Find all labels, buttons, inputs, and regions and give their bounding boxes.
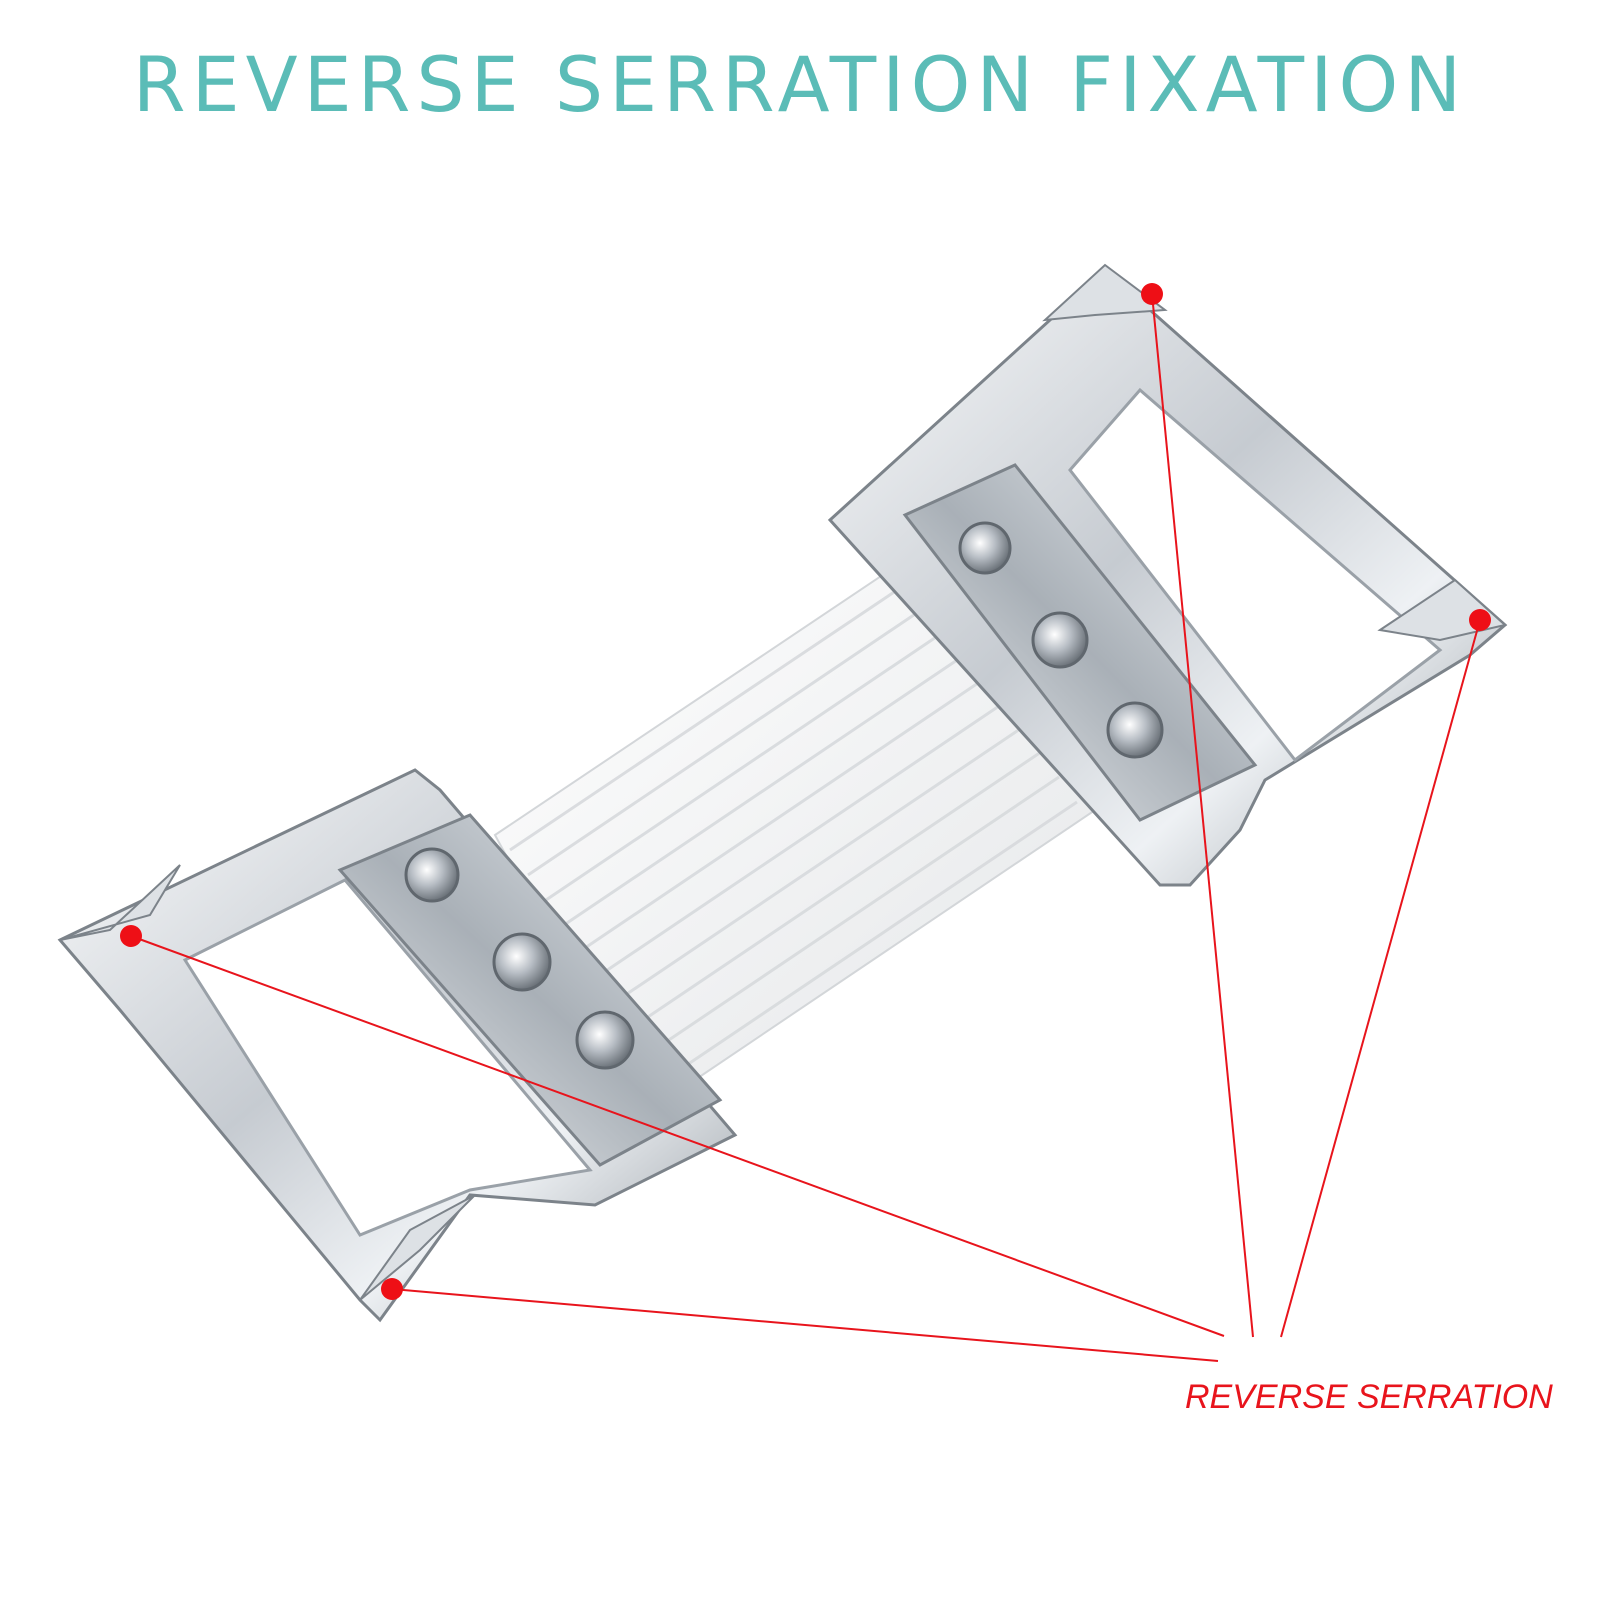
callout-lines: [130, 293, 1481, 1362]
left-clip: [57, 768, 738, 1323]
callout-dot-right-lower: [1469, 609, 1491, 631]
elastic-band: [493, 558, 1112, 1092]
callout-dot-left-upper: [120, 925, 142, 947]
right-clip: [827, 263, 1508, 887]
callout-dot-right-upper: [1141, 283, 1163, 305]
page-title: REVERSE SERRATION FIXATION: [132, 40, 1468, 129]
callout-label: REVERSE SERRATION: [1185, 1378, 1553, 1416]
callout-dot-left-lower: [381, 1278, 403, 1300]
callout-markers: [120, 283, 1491, 1300]
